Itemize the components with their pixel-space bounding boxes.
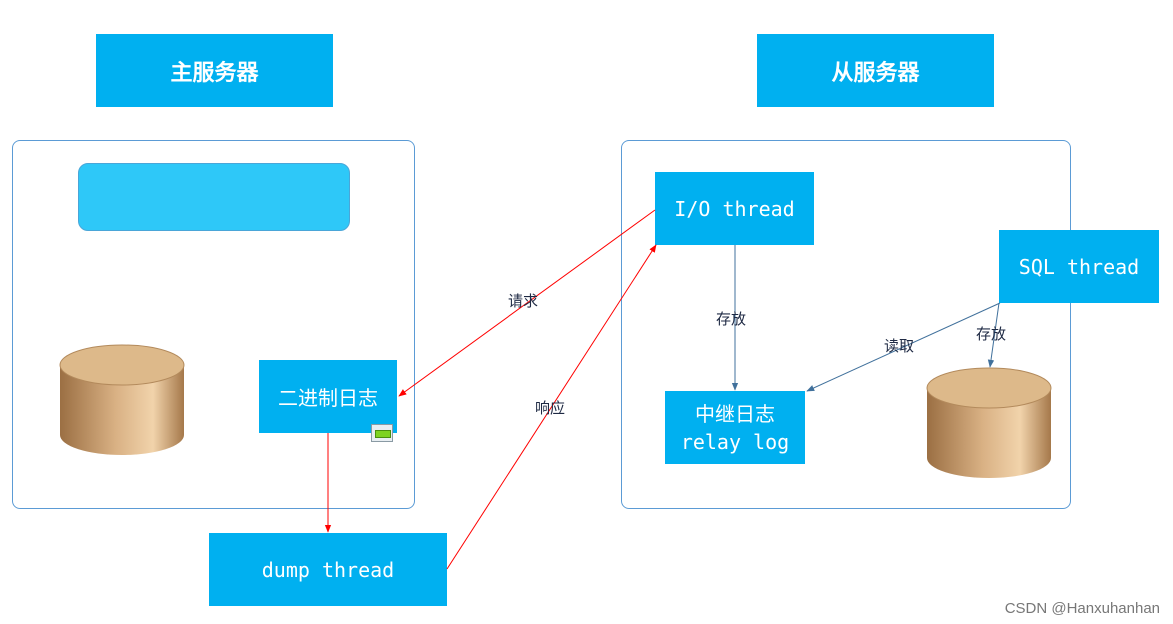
- store-io-label: 存放: [716, 310, 746, 328]
- slave-database-icon: [926, 367, 1052, 478]
- request-label: 请求: [508, 292, 538, 310]
- dump-thread-box: dump thread: [209, 533, 447, 606]
- sql-thread-box: SQL thread: [999, 230, 1159, 303]
- response-label: 响应: [535, 399, 565, 417]
- read-label: 读取: [884, 337, 914, 355]
- request-arrow: [398, 209, 656, 397]
- relay-log-box: 中继日志 relay log: [665, 391, 805, 464]
- master-server-title: 主服务器: [96, 34, 333, 107]
- log-badge-icon: [371, 424, 393, 442]
- sql-store-arrow: [987, 302, 1000, 368]
- slave-server-title: 从服务器: [757, 34, 994, 107]
- response-arrow: [446, 244, 657, 570]
- binary-log-box: 二进制日志: [259, 360, 397, 433]
- sql-read-arrow: [806, 302, 1001, 392]
- store-sql-label: 存放: [976, 325, 1006, 343]
- watermark-text: CSDN @Hanxuhanhan: [1005, 600, 1160, 617]
- master-database-icon: [59, 344, 185, 455]
- relay-log-label-cn: 中继日志: [695, 401, 775, 426]
- relay-log-label-en: relay log: [680, 429, 790, 454]
- io-thread-box: I/O thread: [655, 172, 814, 245]
- master-empty-block: [78, 163, 350, 231]
